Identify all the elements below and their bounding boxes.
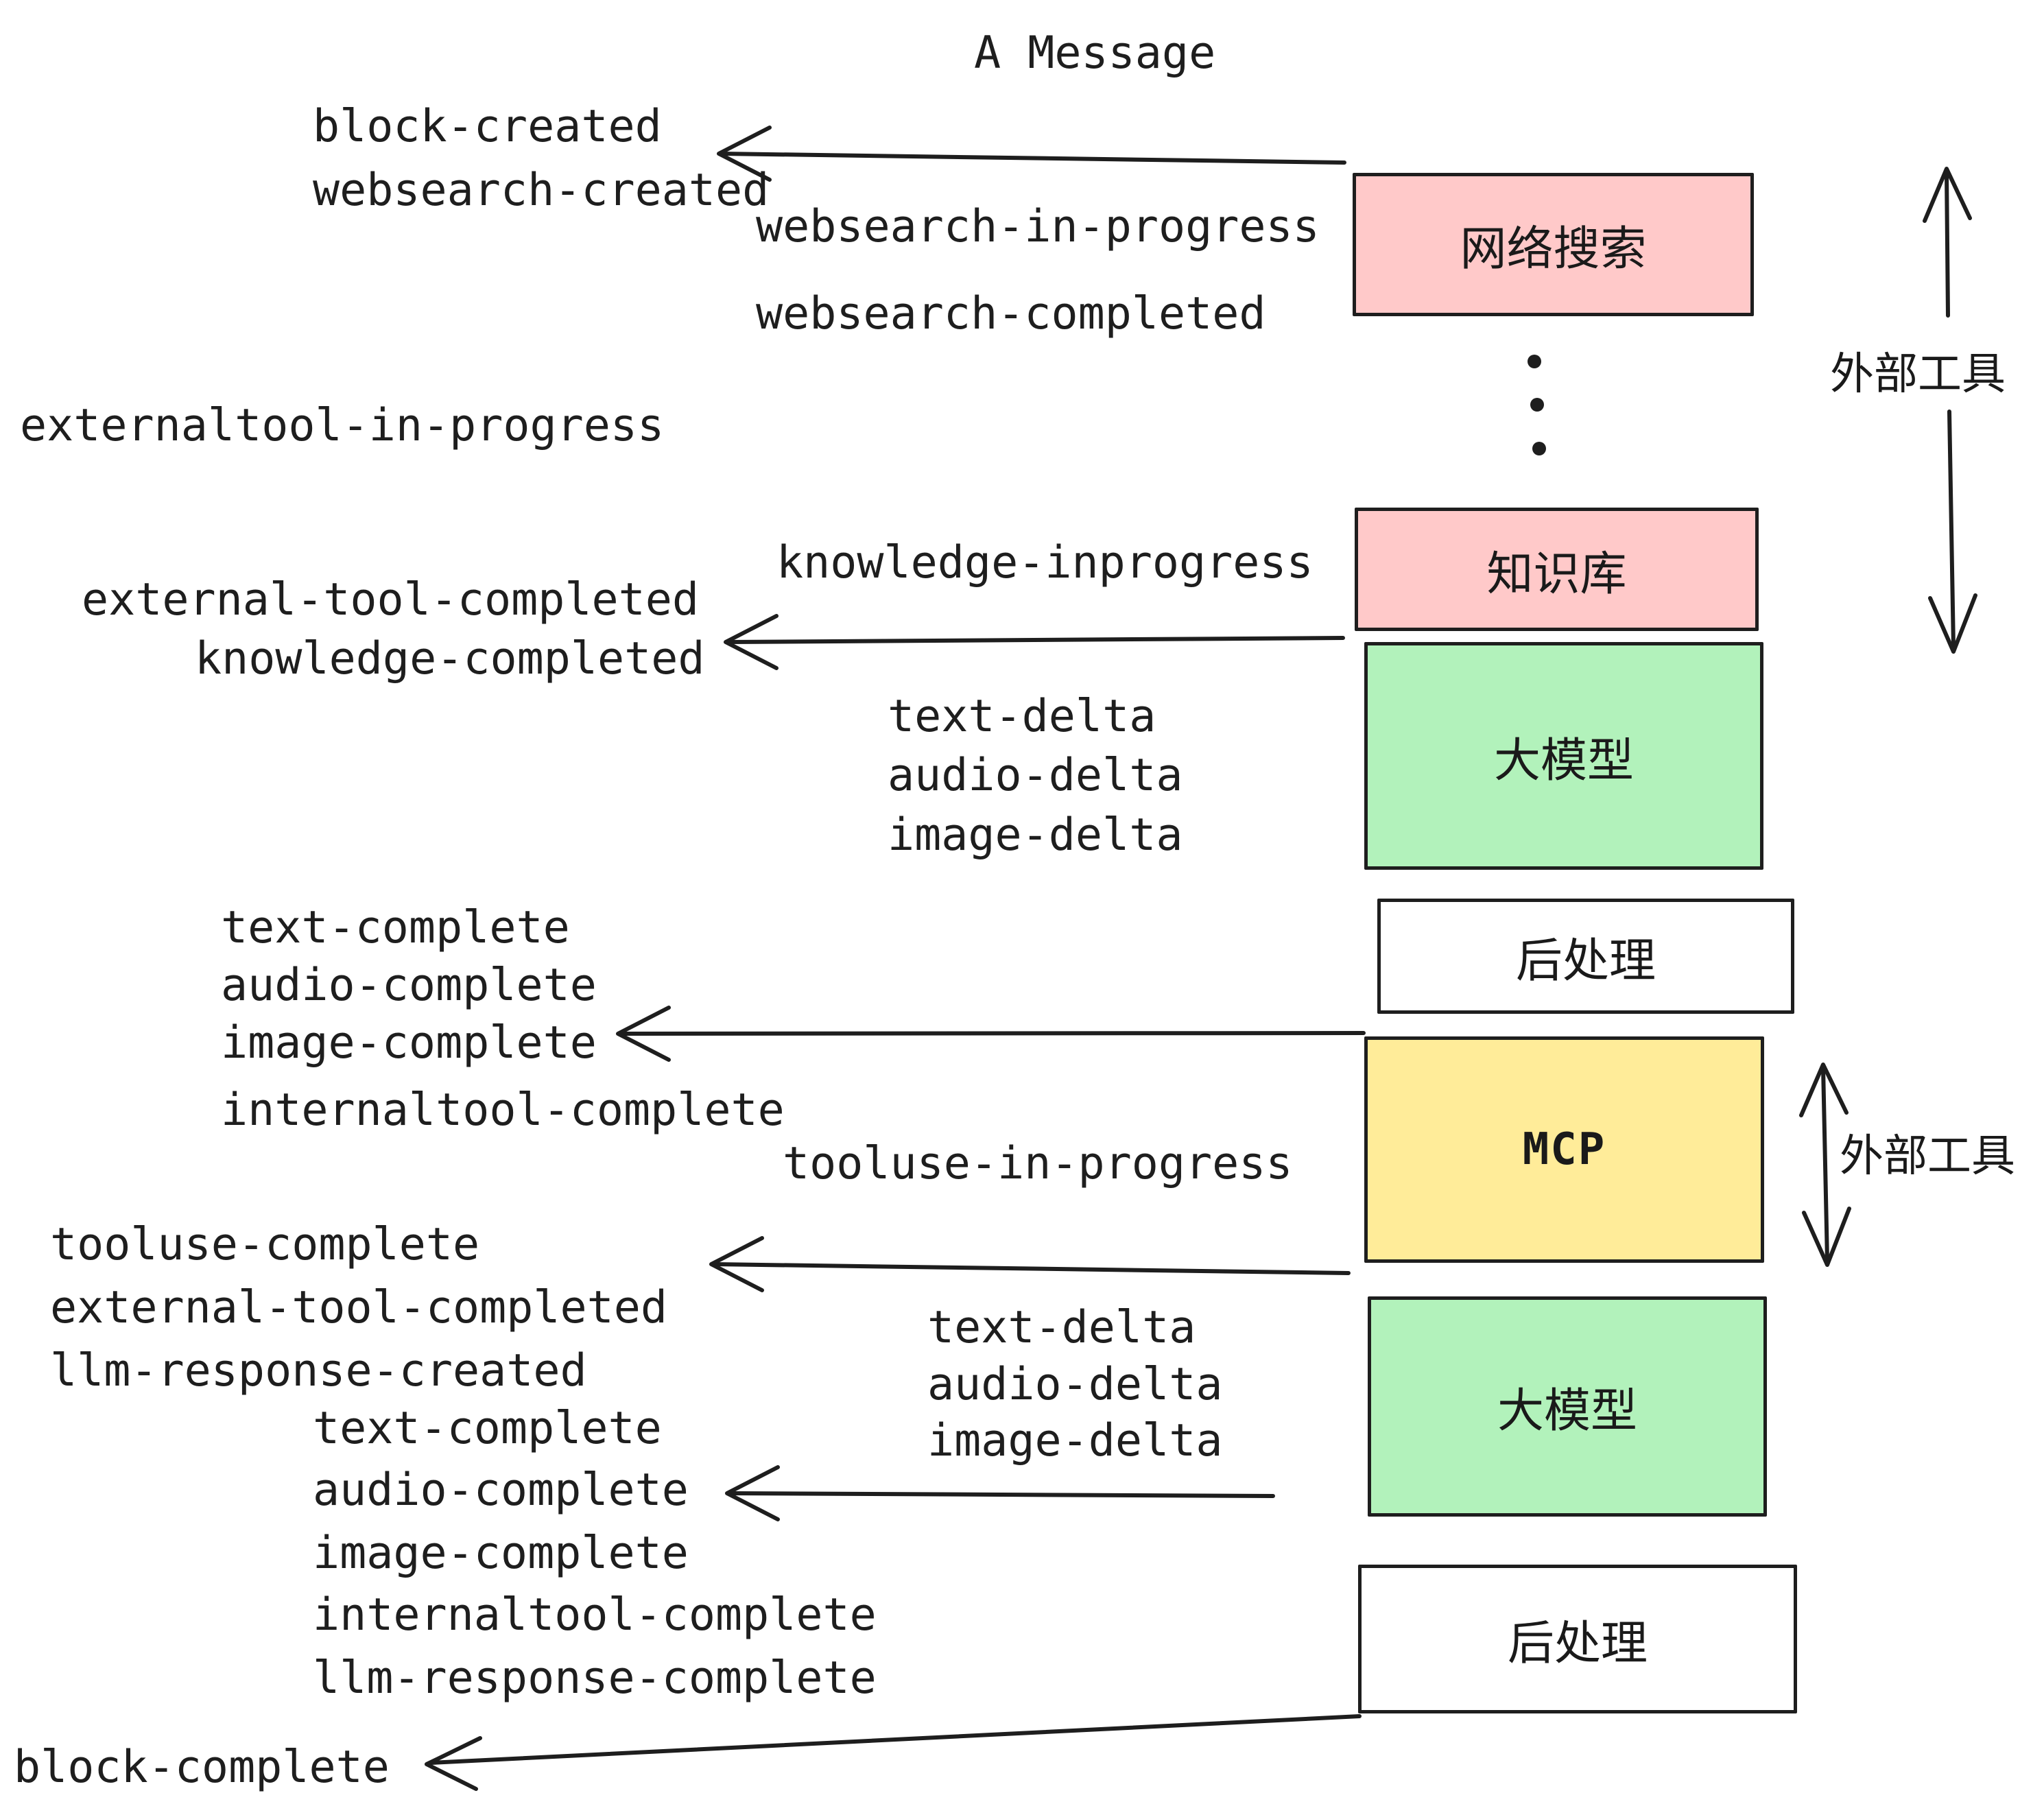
double-arrow-1-up-head — [1923, 167, 1972, 223]
event-externaltool-in-progress: externaltool-in-progress — [20, 400, 665, 451]
event-block-created: block-created — [313, 101, 662, 152]
event-websearch-completed: websearch-completed — [756, 288, 1266, 340]
arrow-tooluse-complete-head — [709, 1236, 764, 1292]
event-text-complete-2: text-complete — [313, 1403, 662, 1454]
ellipsis-dot-1 — [1528, 355, 1541, 368]
event-llm-response-complete: llm-response-complete — [313, 1652, 877, 1704]
diagram-title: A Message — [974, 27, 1216, 79]
arrow-knowledge-completed-shaft — [726, 636, 1345, 644]
box-llm-1: 大模型 — [1364, 642, 1763, 870]
ellipsis-dot-3 — [1532, 442, 1546, 455]
event-audio-delta-2: audio-delta — [927, 1359, 1223, 1410]
arrow-websearch-created-shaft — [720, 152, 1346, 165]
box-knowledge: 知识库 — [1355, 508, 1759, 631]
event-text-delta-1: text-delta — [888, 691, 1156, 742]
box-postprocess-2: 后处理 — [1358, 1565, 1797, 1713]
ellipsis-dot-2 — [1530, 398, 1544, 412]
arrow-block-complete-shaft — [429, 1714, 1362, 1765]
double-arrow-2-up-head — [1799, 1063, 1849, 1117]
arrow-tooluse-complete-shaft — [712, 1262, 1351, 1275]
event-audio-complete-2: audio-complete — [313, 1464, 689, 1516]
box-postprocess-1: 后处理 — [1377, 899, 1794, 1014]
double-arrow-1-down-head — [1928, 593, 1977, 654]
box-websearch: 网络搜索 — [1353, 173, 1754, 316]
event-internaltool-complete-2: internaltool-complete — [313, 1589, 877, 1641]
event-text-complete-1: text-complete — [221, 902, 570, 953]
arrow-image-complete-head — [616, 1006, 671, 1062]
event-knowledge-inprogress: knowledge-inprogress — [776, 537, 1314, 589]
arrow-audio-complete-head — [725, 1465, 780, 1521]
double-arrow-2-shaft — [1821, 1065, 1829, 1263]
arrow-image-complete-shaft — [619, 1031, 1366, 1036]
box-llm-2: 大模型 — [1368, 1296, 1767, 1517]
event-internaltool-complete-1: internaltool-complete — [221, 1084, 785, 1136]
event-image-delta-2: image-delta — [927, 1415, 1223, 1467]
event-external-tool-completed-2: external-tool-completed — [50, 1282, 668, 1333]
arrow-audio-complete-shaft — [728, 1491, 1275, 1498]
event-llm-response-created: llm-response-created — [50, 1345, 587, 1397]
double-arrow-1-upper-shaft — [1945, 169, 1950, 318]
event-websearch-in-progress: websearch-in-progress — [756, 201, 1320, 252]
ellipsis-dots — [1528, 355, 1546, 455]
event-audio-delta-1: audio-delta — [888, 750, 1183, 801]
event-image-complete-2: image-complete — [313, 1528, 689, 1579]
side-label-external-tools-1: 外部工具 — [1830, 349, 2006, 399]
event-image-complete-1: image-complete — [221, 1017, 597, 1069]
arrow-block-complete-head — [425, 1736, 482, 1791]
arrow-knowledge-completed-head — [724, 614, 779, 670]
box-mcp: MCP — [1364, 1036, 1764, 1263]
double-arrow-1-lower-shaft — [1947, 410, 1956, 650]
event-tooluse-complete: tooluse-complete — [50, 1219, 480, 1270]
event-image-delta-1: image-delta — [888, 809, 1183, 861]
double-arrow-2-down-head — [1802, 1207, 1851, 1267]
event-websearch-created: websearch-created — [313, 165, 770, 216]
event-external-tool-completed-1: external-tool-completed — [82, 574, 700, 626]
event-knowledge-completed: knowledge-completed — [195, 633, 705, 685]
event-tooluse-in-progress: tooluse-in-progress — [783, 1138, 1293, 1189]
event-audio-complete-1: audio-complete — [221, 960, 597, 1011]
event-block-complete: block-complete — [14, 1742, 390, 1793]
side-label-external-tools-2: 外部工具 — [1840, 1131, 2015, 1180]
event-text-delta-2: text-delta — [927, 1302, 1196, 1353]
